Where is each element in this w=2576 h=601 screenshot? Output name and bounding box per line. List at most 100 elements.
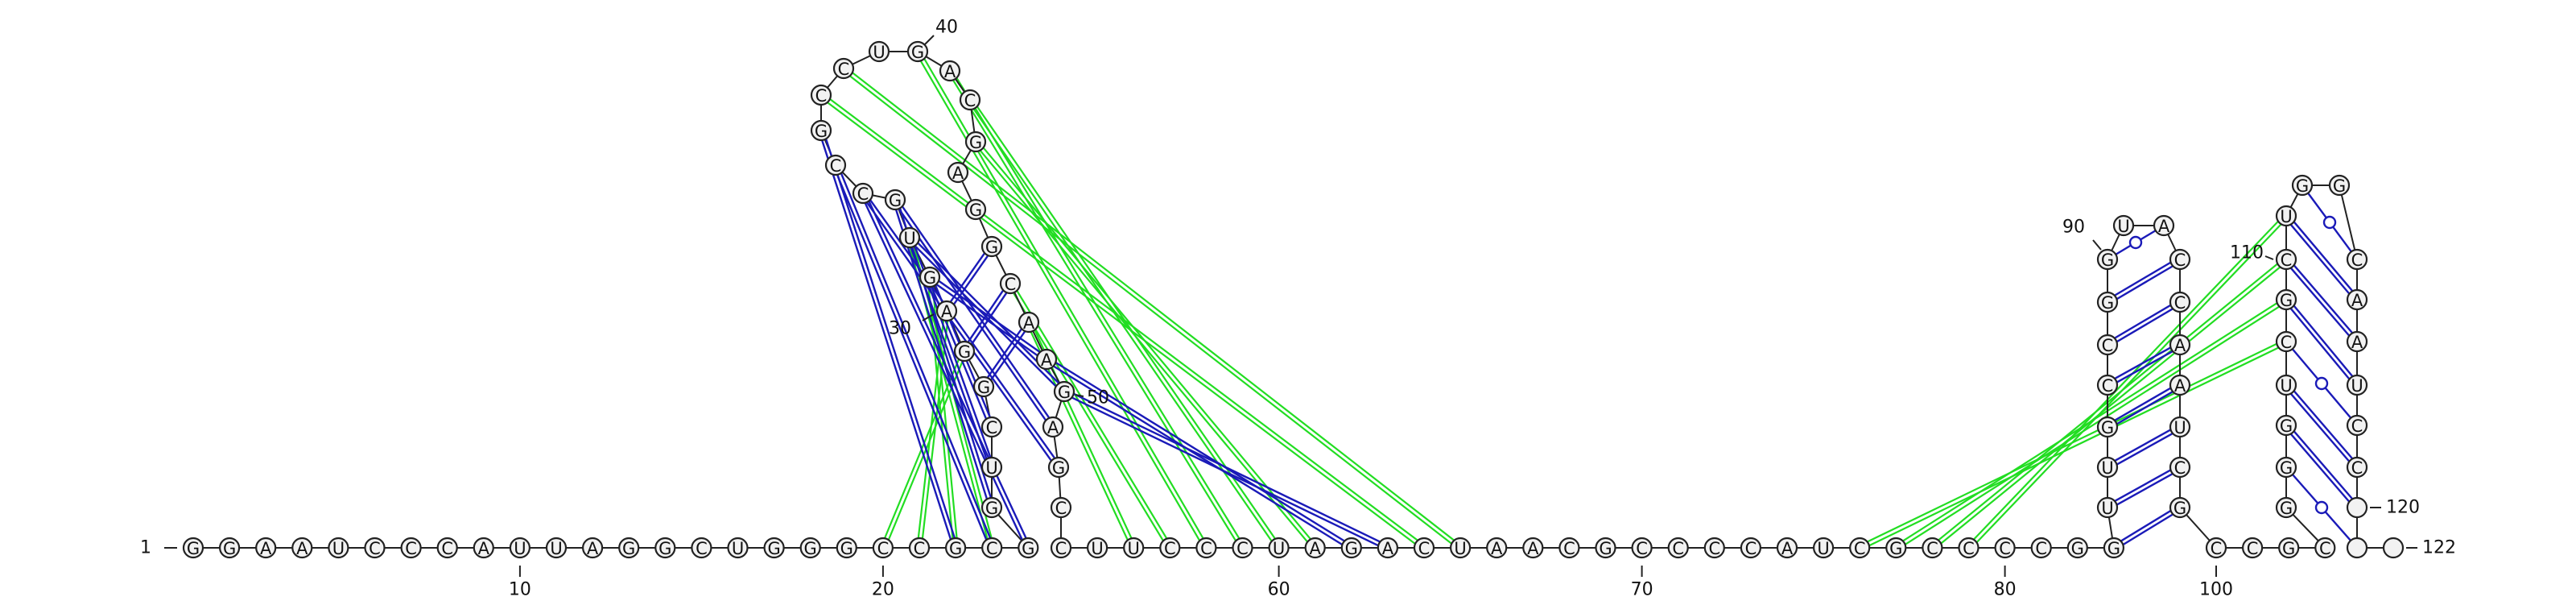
nucleotide: U [2096,496,2119,519]
nucleotide: U [1268,537,1290,559]
nucleotide-letter: C [1708,539,1720,558]
backbone-segment [2339,184,2358,260]
nucleotide-letter: G [977,378,990,397]
nucleotide-circle [1268,537,1290,559]
base-pair [896,198,995,508]
nucleotide-letter: C [1999,539,2011,558]
nucleotide: A [1018,311,1040,334]
nucleotide: C [872,537,894,559]
nucleotide-letter: G [985,499,998,518]
nucleotide: C [691,537,712,559]
nucleotide-letter: C [2035,539,2047,558]
nucleotide: U [2096,456,2119,479]
nucleotide-letter: C [2281,333,2293,352]
nucleotide-letter: G [815,122,828,141]
nucleotide: C [1050,537,1072,559]
nucleotide-circle [1340,537,1362,559]
nucleotide-circle [1050,537,1072,559]
nucleotide-letter: C [369,539,381,558]
nucleotide-letter: C [2174,293,2186,313]
nucleotide-letter: C [838,60,850,79]
nucleotide-circle [2275,456,2297,479]
base-pair [2107,346,2182,388]
nucleotide-circle [2346,330,2368,353]
nucleotide: U [980,456,1003,479]
nucleotide-circle [1047,456,1070,479]
position-label: 1 [140,538,151,558]
nucleotide: C [1994,537,2016,559]
nucleotide-letter: U [2174,418,2186,437]
nucleotide: G [1885,537,1907,559]
nucleotide: G [906,40,929,63]
nucleotide-letter: G [2071,539,2084,558]
nucleotide-circle [1703,537,1725,559]
nucleotide-letter: G [2282,539,2295,558]
base-pair [818,131,955,549]
nucleotide-letter: G [1889,539,1902,558]
base-pair [2106,299,2180,344]
nucleotide: C [2169,456,2191,479]
nucleotide-letter: A [296,539,308,558]
nucleotide-circle [868,40,890,63]
nucleotide-letter: G [949,539,962,558]
base-pair [1063,392,1388,551]
nucleotide-circle [2346,414,2368,437]
nucleotide: U [1449,537,1472,559]
nucleotide-letter: A [2158,217,2170,236]
nucleotide-circle [1922,537,1943,559]
base-pair [864,192,1031,548]
nucleotide-circle [906,40,929,63]
nucleotide-letter: C [441,539,453,558]
nucleotide-circle [2275,414,2297,437]
nucleotide-circle [884,189,906,211]
pseudoknot-pair [1011,282,1173,548]
nucleotide-circle [654,537,676,559]
nucleotide-circle [2242,537,2264,559]
nucleotide-circle [1123,537,1145,559]
nucleotide-circle [944,537,967,559]
nucleotide-letter: G [187,539,200,558]
position-tick [923,35,935,46]
nucleotide-letter: G [985,238,998,257]
nucleotide-letter: G [2101,251,2114,270]
nucleotide: G [1053,380,1075,403]
nucleotide: U [1813,537,1835,559]
nucleotide: A [1486,537,1508,559]
base-pair [927,278,1046,363]
nucleotide-letter: G [2280,458,2293,478]
nucleotide-letter: G [2174,499,2186,518]
nucleotide: C [1631,537,1653,559]
nucleotide: U [545,537,568,559]
nucleotide-letter: G [1345,539,1358,558]
nucleotide-circle [291,537,313,559]
nucleotide: C [980,416,1003,438]
nucleotide-letter: C [1563,539,1575,558]
nucleotide: G [219,537,241,559]
nucleotide-letter: C [1745,539,1757,558]
nucleotide-letter: G [2107,539,2120,558]
nucleotide-letter: C [1636,539,1648,558]
nucleotide-circle [2346,248,2368,271]
base-pair [2107,428,2182,470]
nucleotide-circle [2382,537,2405,559]
nucleotide-circle [618,537,640,559]
nucleotide-letter: C [2351,417,2363,436]
nucleotide-circle [980,456,1003,479]
pseudoknot-pair [914,52,1206,549]
nucleotide: C [2030,537,2052,559]
nucleotide-circle [400,537,422,559]
nucleotide: G [2291,174,2314,197]
position-label: 110 [2230,243,2264,263]
nucleotide-letter: G [2280,291,2293,310]
nucleotide-letter: G [223,539,236,558]
nucleotide-letter: C [2102,376,2114,396]
nucleotide: G [972,375,995,398]
nucleotide-letter: A [1527,539,1539,558]
nucleotide-circle [1018,311,1040,334]
nucleotide-letter: C [986,539,998,558]
nucleotide-letter: C [1005,275,1017,294]
base-pair [892,200,991,509]
nucleotide-letter: A [1023,313,1035,333]
nucleotide: A [1042,416,1064,438]
